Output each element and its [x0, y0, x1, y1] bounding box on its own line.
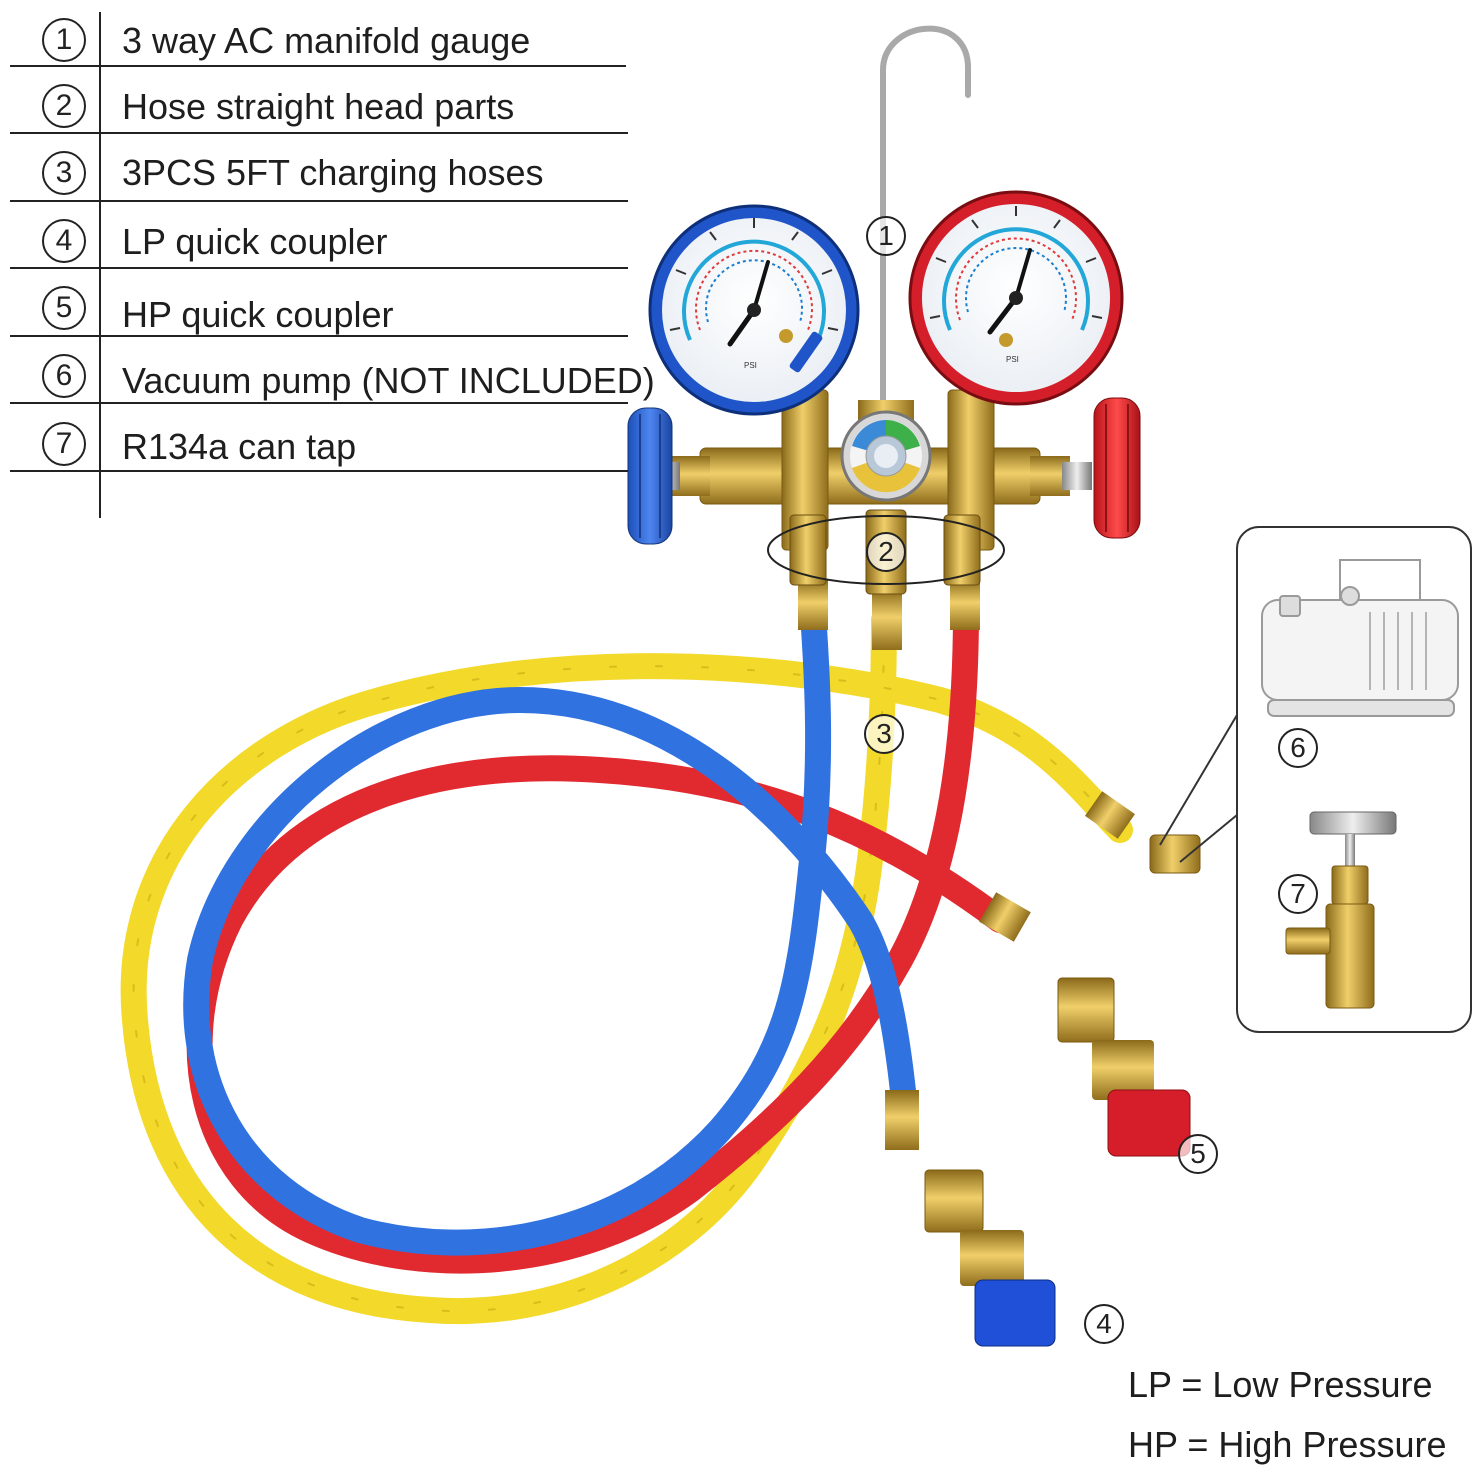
callout-1: 1	[866, 216, 906, 256]
charging-hoses	[120, 587, 1133, 1324]
legend-label: 3PCS 5FT charging hoses	[122, 152, 544, 193]
legend-number: 6	[42, 354, 86, 398]
legend-label: LP quick coupler	[122, 221, 388, 262]
callout-6: 6	[1278, 728, 1318, 768]
callout-3: 3	[864, 714, 904, 754]
blue-hose	[183, 587, 918, 1256]
accessory-inset	[1159, 526, 1472, 1033]
high-gauge-unit: PSI	[1006, 355, 1019, 364]
legend-grid-lines	[10, 12, 628, 518]
legend-label: HP quick coupler	[122, 294, 394, 335]
straight-head-highlight	[767, 515, 1005, 585]
hanging-hook	[880, 25, 972, 413]
legend-number: 2	[42, 84, 86, 128]
hose-top-fittings	[798, 580, 980, 650]
legend-label: Vacuum pump (NOT INCLUDED)	[122, 360, 655, 401]
legend-number: 4	[42, 219, 86, 263]
legend-number: 5	[42, 286, 86, 330]
lp-quick-coupler	[974, 1279, 1056, 1347]
low-side-knob	[627, 407, 673, 545]
can-tap-valve	[1285, 811, 1397, 1009]
sight-glass	[840, 410, 932, 502]
high-side-knob	[1093, 397, 1141, 539]
low-pressure-gauge: PSI	[648, 204, 860, 416]
callout-4: 4	[1084, 1304, 1124, 1344]
vacuum-pump	[1261, 559, 1459, 717]
lp-definition: LP = Low Pressure	[1128, 1364, 1433, 1405]
callout-2: 2	[866, 532, 906, 572]
legend-number: 3	[42, 151, 86, 195]
high-pressure-gauge: PSI	[908, 190, 1124, 406]
red-hose	[186, 597, 1013, 1274]
low-gauge-unit: PSI	[744, 361, 757, 370]
legend-label: Hose straight head parts	[122, 86, 515, 127]
hose-end-fittings	[885, 791, 1201, 1347]
legend-label: R134a can tap	[122, 426, 357, 467]
callout-7: 7	[1278, 874, 1318, 914]
legend-number: 7	[42, 422, 86, 466]
legend-number: 1	[42, 18, 86, 62]
hp-quick-coupler	[1107, 1089, 1191, 1157]
callout-5: 5	[1178, 1134, 1218, 1174]
hp-definition: HP = High Pressure	[1128, 1424, 1447, 1465]
legend-label: 3 way AC manifold gauge	[122, 20, 531, 61]
